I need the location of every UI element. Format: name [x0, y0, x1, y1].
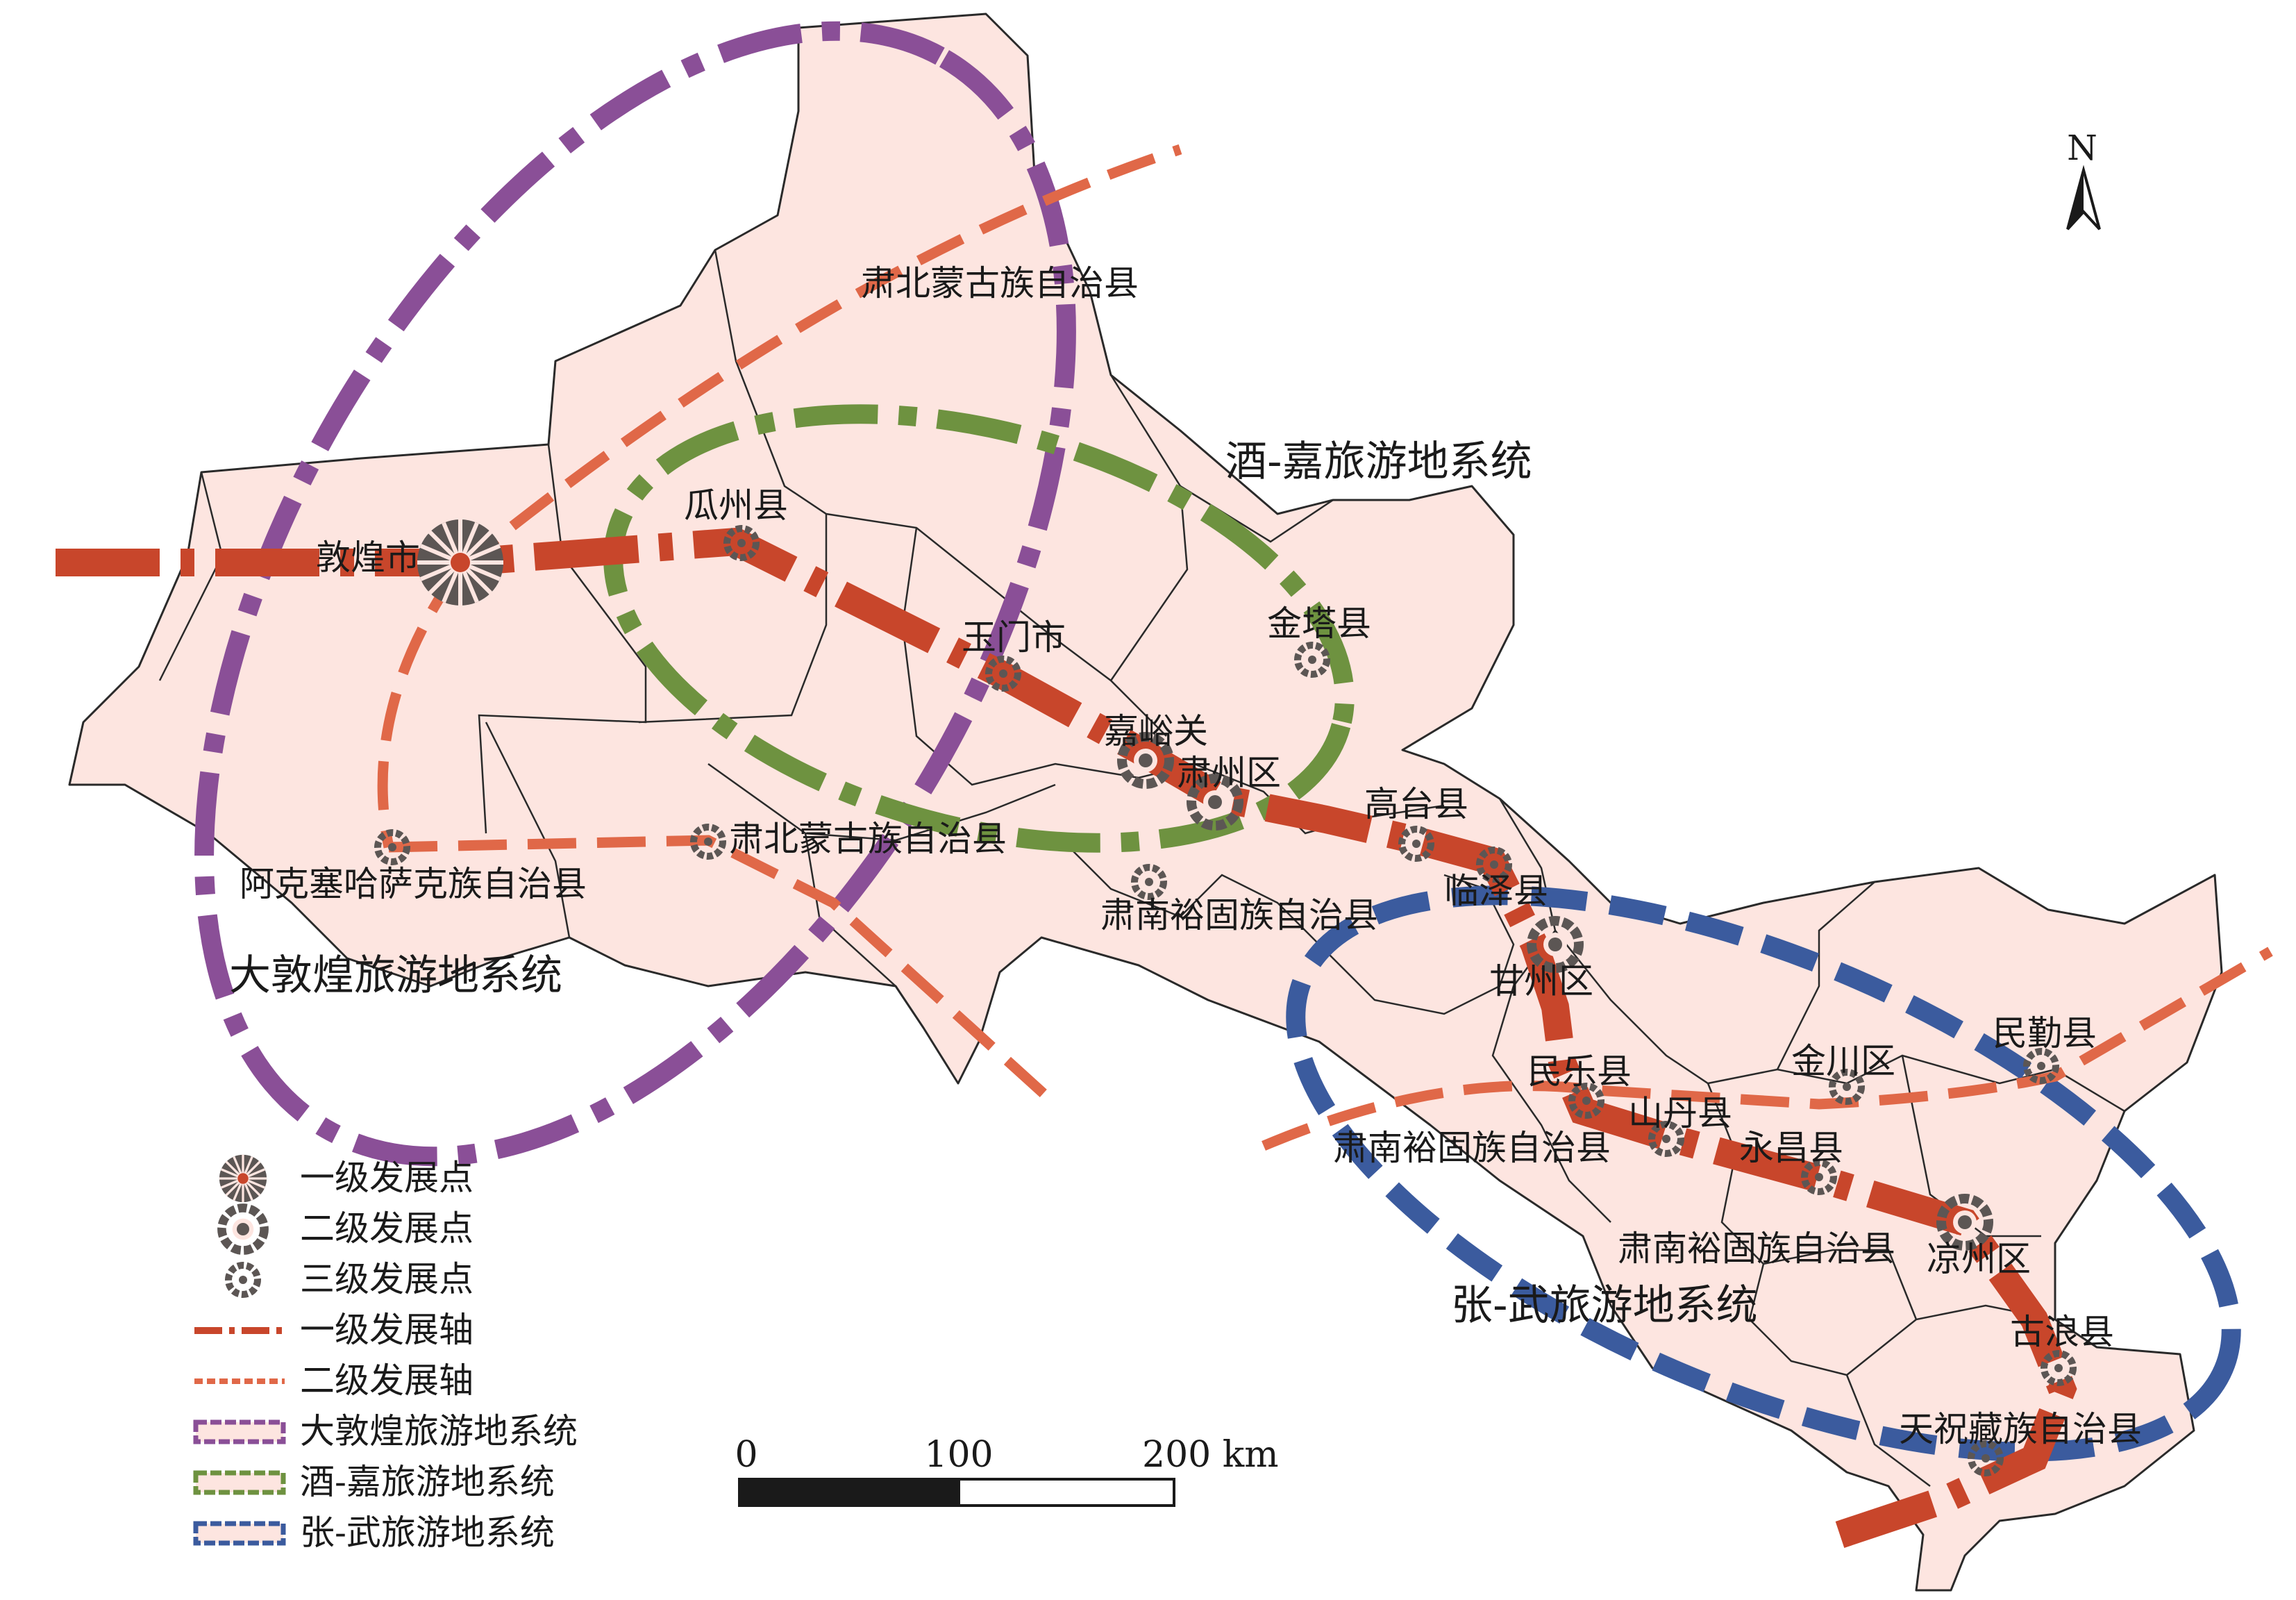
label-sunan-3: 肃南裕固族自治县: [1618, 1228, 1895, 1269]
north-arrow: N: [2066, 128, 2101, 231]
label-yumen: 玉门市: [962, 617, 1066, 658]
dunhuang-system-boundary: [194, 21, 1076, 1167]
label-sunan-2: 肃南裕固族自治县: [1333, 1128, 1611, 1168]
primary-node-icon: [218, 1153, 268, 1203]
legend: 一级发展点 二级发展点 三级发展点 一级发展轴 二级发展轴 大敦煌旅游地系统 酒…: [193, 1153, 578, 1553]
label-zhangwu-system: 张-武旅游地系统: [1451, 1281, 1758, 1330]
zhangwu-system-boundary: [1286, 885, 2241, 1462]
land-region: [68, 12, 2223, 1592]
secondary-axes: [377, 144, 2273, 1151]
zhangwu-system-icon: [193, 1521, 286, 1546]
legend-item: 一级发展轴: [194, 1310, 474, 1350]
label-akesai: 阿克塞哈萨克族自治县: [240, 864, 587, 904]
legend-item: 大敦煌旅游地系统: [193, 1411, 578, 1451]
label-liangzhou: 凉州区: [1927, 1239, 2031, 1279]
dunhuang-system-icon: [193, 1419, 286, 1444]
scale-bar-black: [738, 1478, 960, 1507]
label-jinta: 金塔县: [1267, 603, 1371, 644]
label-dunhuang: 敦煌市: [316, 538, 420, 578]
legend-label: 酒-嘉旅游地系统: [300, 1462, 555, 1502]
primary-axis: [56, 527, 2077, 1548]
tertiary-node-icon: [228, 1265, 258, 1294]
legend-label: 张-武旅游地系统: [300, 1512, 555, 1553]
legend-label: 二级发展轴: [300, 1360, 474, 1401]
label-minle: 民乐县: [1527, 1051, 1632, 1092]
legend-label: 三级发展点: [300, 1259, 474, 1299]
label-subei-north: 肃北蒙古族自治县: [861, 263, 1139, 303]
label-jiujia-system: 酒-嘉旅游地系统: [1225, 438, 1532, 486]
label-gulang: 古浪县: [2010, 1312, 2114, 1352]
scale-label-0: 0: [735, 1434, 757, 1476]
scale-bar-white: [957, 1478, 1175, 1507]
scale-label-200: 200 km: [1142, 1434, 1279, 1476]
label-suzhou: 肃州区: [1177, 753, 1281, 793]
primary-node-dunhuang: [417, 519, 503, 606]
label-tianzhu: 天祝藏族自治县: [1899, 1409, 2142, 1449]
jiujia-system-icon: [193, 1470, 286, 1495]
label-jinchuan: 金川区: [1791, 1041, 1895, 1081]
label-dunhuang-system: 大敦煌旅游地系统: [229, 951, 562, 1000]
label-minqin: 民勤县: [1993, 1013, 2097, 1053]
place-labels: 肃北蒙古族自治县 敦煌市 瓜州县 玉门市 金塔县 嘉峪关 肃州区 高台县 临泽县…: [240, 263, 2142, 1449]
label-shandan: 山丹县: [1628, 1093, 1732, 1133]
label-yongchang: 永昌县: [1739, 1128, 1843, 1168]
legend-label: 二级发展点: [300, 1208, 474, 1249]
label-guazhou: 瓜州县: [684, 485, 788, 526]
label-subei-south: 肃北蒙古族自治县: [729, 819, 1007, 859]
legend-item: 二级发展点: [221, 1208, 474, 1250]
legend-item: 三级发展点: [228, 1259, 474, 1299]
scale-bar: 0 100 200 km: [735, 1434, 1279, 1507]
legend-item: 酒-嘉旅游地系统: [193, 1462, 555, 1502]
scale-label-100: 100: [924, 1434, 993, 1476]
legend-item: 二级发展轴: [194, 1360, 474, 1401]
label-ganzhou: 甘州区: [1489, 961, 1593, 1001]
label-jiayuguan: 嘉峪关: [1104, 711, 1208, 751]
legend-item: 张-武旅游地系统: [193, 1512, 555, 1553]
label-gaotai: 高台县: [1364, 784, 1468, 824]
label-linze: 临泽县: [1444, 871, 1548, 911]
north-label: N: [2067, 128, 2097, 168]
secondary-node-icon: [221, 1208, 264, 1250]
label-sunan-1: 肃南裕固族自治县: [1100, 895, 1378, 935]
legend-label: 一级发展轴: [300, 1310, 474, 1350]
legend-label: 大敦煌旅游地系统: [300, 1411, 578, 1451]
legend-label: 一级发展点: [300, 1158, 474, 1198]
jiujia-system-boundary: [603, 404, 1355, 853]
legend-item: 一级发展点: [218, 1153, 474, 1203]
